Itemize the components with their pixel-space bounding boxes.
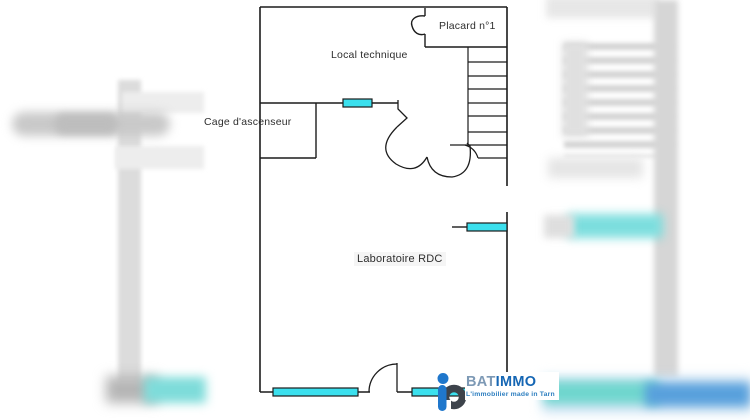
interior-walls — [260, 8, 507, 228]
window-top — [342, 98, 373, 108]
staircase — [450, 47, 507, 159]
brand-suffix: IMMO — [495, 374, 537, 390]
room-label-laboratoire-rdc: Laboratoire RDC — [354, 252, 446, 266]
stair-treads — [468, 61, 507, 133]
brand-name: BATIMMO — [466, 375, 555, 390]
windows — [272, 98, 508, 397]
brand-tagline: L'immobilier made in Tarn — [466, 390, 555, 398]
placard-door-swing — [410, 15, 426, 36]
batimmo-logo-icon — [437, 373, 467, 411]
placard-walls — [424, 8, 507, 48]
outer-walls — [259, 6, 508, 393]
room-label-cage-ascenseur: Cage d'ascenseur — [204, 116, 292, 128]
double-door-leaves — [396, 100, 408, 128]
logo-bar-shape — [438, 385, 447, 411]
window-bottom-left — [272, 387, 359, 397]
door-swing-left — [385, 126, 428, 170]
window-right — [466, 222, 508, 232]
room-label-local-technique: Local technique — [331, 49, 408, 61]
logo-dot-shape — [437, 373, 449, 384]
stair-winder-curve — [464, 144, 479, 159]
elevator-shaft-walls — [260, 103, 317, 159]
stair-treads-lower — [450, 144, 507, 159]
brand-prefix: BAT — [466, 374, 496, 390]
room-label-placard: Placard n°1 — [439, 20, 496, 32]
entry-door-swing — [368, 363, 398, 393]
logo-ring-gap — [443, 400, 451, 410]
batimmo-logo-text: BATIMMO L'immobilier made in Tarn — [465, 372, 559, 401]
batimmo-logo: BATIMMO L'immobilier made in Tarn — [431, 372, 559, 414]
door-swing-right — [426, 142, 472, 178]
door-swings — [368, 100, 472, 393]
